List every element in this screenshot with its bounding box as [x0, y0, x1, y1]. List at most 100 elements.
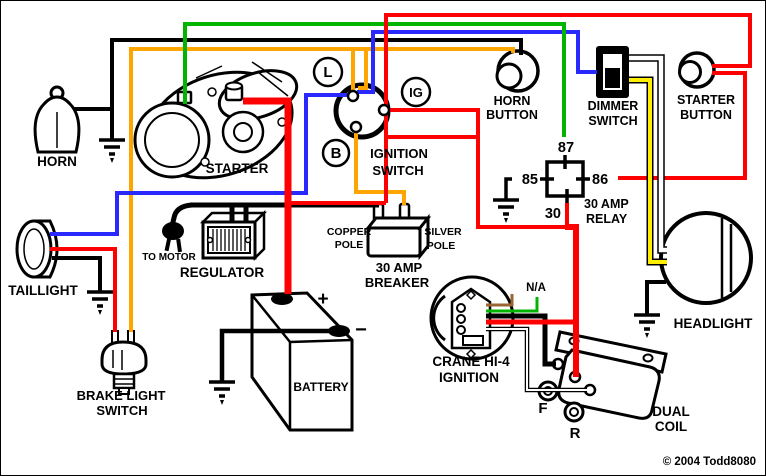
wire-black-taillight-ground — [52, 256, 102, 291]
wire-red-taillight-to-brake-switch — [50, 247, 117, 332]
battery-edge — [251, 294, 291, 343]
relay-pin30-label: 30 — [545, 206, 561, 222]
dual-coil-bolt-hole — [642, 353, 654, 363]
wire-blue-L-to-dimmer — [357, 30, 597, 94]
dual-coil-graphic — [537, 330, 668, 423]
wire-white-dimmer-to-headlight — [629, 55, 667, 253]
relay-pin85-label: 85 — [522, 172, 538, 188]
battery-minus: − — [355, 319, 367, 341]
horn-button-graphic[interactable] — [495, 49, 540, 93]
to-motor-plug-prong — [164, 237, 172, 252]
wire-orange-drop-to-L-2 — [358, 49, 368, 90]
horn-button-inner[interactable] — [495, 62, 523, 90]
wire-green-module-na — [486, 297, 539, 313]
starter-button-label-1: STARTER — [677, 93, 735, 107]
ignition-terminal-B — [349, 120, 363, 134]
crane-ignition-led — [456, 325, 466, 335]
badge-B — [321, 138, 351, 168]
ignition-terminal-IG — [377, 103, 391, 117]
wire-black-horn-to-horn-button — [110, 38, 523, 55]
wire-red-starter-button-to-relay86 — [618, 71, 747, 180]
na-label: N/A — [526, 282, 546, 294]
dimmer-switch-graphic[interactable] — [596, 46, 629, 98]
relay-label-2: RELAY — [586, 212, 628, 226]
to-motor-plug — [162, 222, 184, 240]
breaker-graphic — [364, 202, 432, 261]
ground-symbols — [87, 138, 660, 405]
headlight-graphic — [659, 211, 753, 305]
brake-switch-thread — [112, 372, 136, 390]
battery-negative-post — [328, 325, 350, 337]
regulator-screw — [244, 236, 252, 244]
wire-black-relay85-ground — [504, 177, 512, 199]
to-motor-label: TO MOTOR — [142, 252, 196, 263]
regulator-graphic — [162, 209, 268, 262]
badge-L — [312, 56, 344, 88]
wire-red-ig-to-starter-button — [384, 13, 752, 203]
crane-ignition-graphic — [429, 275, 515, 361]
taillight-lens-inner — [23, 228, 45, 270]
labels: HORN STARTER L IG B IGNITION SWITCH HORN… — [8, 64, 756, 468]
battery-graphic — [250, 291, 354, 432]
horn-button-label-1: HORN — [494, 94, 531, 108]
wire-black-to-motor-plug — [169, 202, 193, 227]
dimmer-switch-toggle[interactable] — [605, 68, 620, 88]
starter-button-inner[interactable] — [678, 60, 702, 84]
wire-yellow-dimmer-to-headlight — [629, 78, 667, 264]
starter-button-graphic[interactable] — [678, 51, 716, 89]
to-motor-plug-prong — [176, 238, 182, 253]
ground-battery — [209, 380, 235, 405]
horn-graphic — [33, 85, 81, 154]
ground-headlight — [634, 313, 660, 338]
relay-pin87-label: 87 — [558, 140, 574, 156]
regulator-label: REGULATOR — [180, 265, 265, 280]
dimmer-switch-label-2: SWITCH — [588, 114, 637, 128]
crane-ignition-label-2: IGNITION — [439, 370, 499, 385]
battery-positive-post — [271, 293, 293, 305]
crane-ignition-label-1: CRANE HI-4 — [432, 354, 510, 369]
dual-coil-label-2: COIL — [655, 419, 687, 434]
copper-pole-label-1: COPPER — [327, 226, 372, 238]
horn-label: HORN — [37, 154, 77, 169]
relay-graphic — [540, 155, 590, 203]
crane-ignition-connector — [462, 335, 484, 346]
regulator-screw — [206, 236, 214, 244]
terminal-IG-label: IG — [409, 85, 423, 100]
dual-coil-bracket — [554, 330, 668, 374]
wire-black-headlight-ground — [645, 280, 666, 314]
dual-coil-body — [557, 348, 661, 420]
starter-label: STARTER — [206, 161, 269, 176]
badge-IG — [400, 76, 432, 108]
battery-edge — [289, 338, 353, 344]
crane-ignition-arc — [432, 294, 446, 342]
taillight-label: TAILLIGHT — [8, 283, 78, 298]
terminal-B-label: B — [331, 145, 342, 162]
ignition-switch-label-2: SWITCH — [372, 163, 423, 178]
ignition-terminal-L — [346, 89, 360, 103]
crane-ignition-screw-top — [465, 289, 477, 301]
dual-coil-label-1: DUAL — [652, 404, 690, 419]
wire-red-ig-to-relay30 — [388, 108, 569, 229]
wire-orange-B-to-silver-pole — [354, 129, 406, 205]
crane-ignition-led — [456, 314, 466, 324]
battery-plus: + — [317, 289, 328, 310]
wire-brown-module-na — [486, 294, 514, 307]
ground-taillight — [87, 290, 113, 315]
relay-label-1: 30 AMP — [584, 197, 629, 211]
wire-white-module-to-coil-rear — [486, 328, 587, 391]
starter-post-top — [225, 81, 243, 91]
ignition-terminals — [312, 56, 432, 168]
wire-red-feed-to-coil — [565, 224, 579, 377]
silver-pole-label-1: SILVER — [424, 226, 462, 238]
coil-rear-label: R — [570, 425, 581, 442]
copyright-credit: © 2004 Todd8080 — [663, 456, 756, 468]
wires — [50, 13, 752, 393]
ground-relay85 — [493, 198, 519, 223]
brake-light-switch-label-2: SWITCH — [96, 403, 147, 418]
starter-button-label-2: BUTTON — [680, 108, 732, 122]
brake-light-switch-label-1: BRAKE LIGHT — [77, 388, 166, 403]
wire-orange-brake-switch-to-horn-button — [129, 47, 515, 332]
wire-blue-taillight-to-L — [50, 93, 349, 236]
brake-switch-body — [100, 340, 148, 376]
